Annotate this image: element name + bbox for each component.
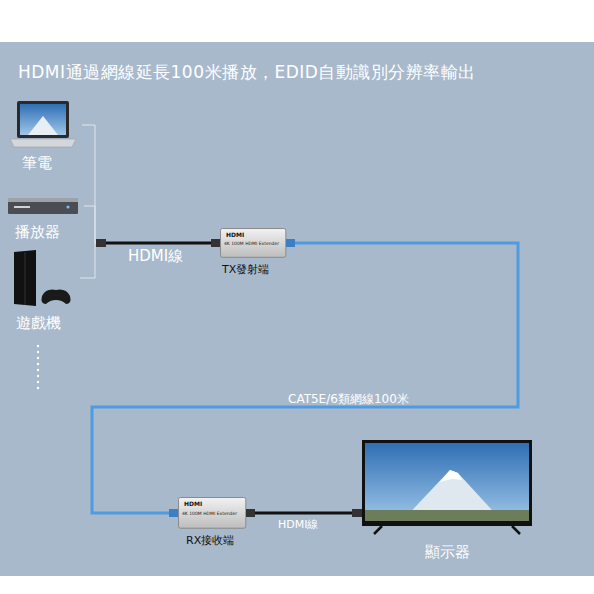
player-body [8,198,78,214]
source-bracket [82,125,220,243]
console-body [14,250,36,306]
controller [42,290,71,304]
device-label: 筆電 [4,155,70,172]
device-label: 播放器 [8,224,66,241]
player-led [66,205,69,208]
cable-label: CAT5E/6類網線100米 [288,392,409,406]
device-label: 顯示器 [402,544,492,561]
source-bracket [80,243,220,278]
player-top [8,198,78,202]
device-label: TX發射端 [222,264,292,277]
hdmi-plug [96,239,106,247]
mountain [28,116,58,135]
tv-screen [365,443,529,521]
display-tv: 顯示器 [362,440,532,526]
device-label: 遊戲機 [12,315,64,332]
player-icon-graphic [8,195,78,217]
rj45-plug [169,509,178,517]
cable-label: HDMI線 [278,518,318,531]
brand-logo: HDMI [226,232,266,239]
graphic-part [37,381,39,383]
landscape [365,510,529,521]
hdmi-plug [211,239,220,247]
diagram-title: HDMI通過網線延長100米播放，EDID自動識別分辨率輸出 [18,61,476,84]
extender-case [179,498,246,529]
graphic-part [37,345,39,347]
source-bracket [84,206,220,243]
player-slot [14,206,30,208]
tv-stand [512,526,520,534]
graphic-part [37,375,39,377]
model-text: 4K 100M HDMI Extender [224,241,284,246]
console-line [25,252,26,305]
hdmi-cable [102,242,216,245]
graphic-part [37,369,39,371]
graphic-part [37,363,39,365]
laptop-screen [20,104,66,135]
tv-frame [362,440,532,526]
rj45-plug [286,239,295,247]
model-text: 4K 100M HDMI Extender [182,511,244,516]
snow-cap [440,470,462,482]
transmitter-box: HDMI4K 100M HDMI ExtenderTX發射端 [220,228,286,258]
display-tv-graphic [362,440,532,526]
laptop-icon: 筆電 [10,100,76,150]
laptop-base [10,139,76,147]
console-icon: 遊戲機 [12,250,74,306]
brand-logo: HDMI [184,501,224,508]
laptop-frame [17,101,69,138]
console-icon-graphic [12,250,74,306]
player-icon: 播放器 [8,195,78,217]
network-cable [92,243,518,513]
receiver-box: HDMI4K 100M HDMI ExtenderRX接收端 [178,497,246,529]
graphic-part [37,387,39,389]
device-label: RX接收端 [186,535,256,548]
cable-label: HDMI線 [128,247,183,265]
hdmi-plug [352,509,362,517]
continuation-dots [37,345,39,389]
hdmi-cable [246,512,362,515]
laptop-icon-graphic [10,100,76,150]
graphic-part [37,351,39,353]
hdmi-plug [246,509,255,517]
extender-case [221,229,286,258]
graphic-part [37,357,39,359]
tv-stand [374,526,382,534]
